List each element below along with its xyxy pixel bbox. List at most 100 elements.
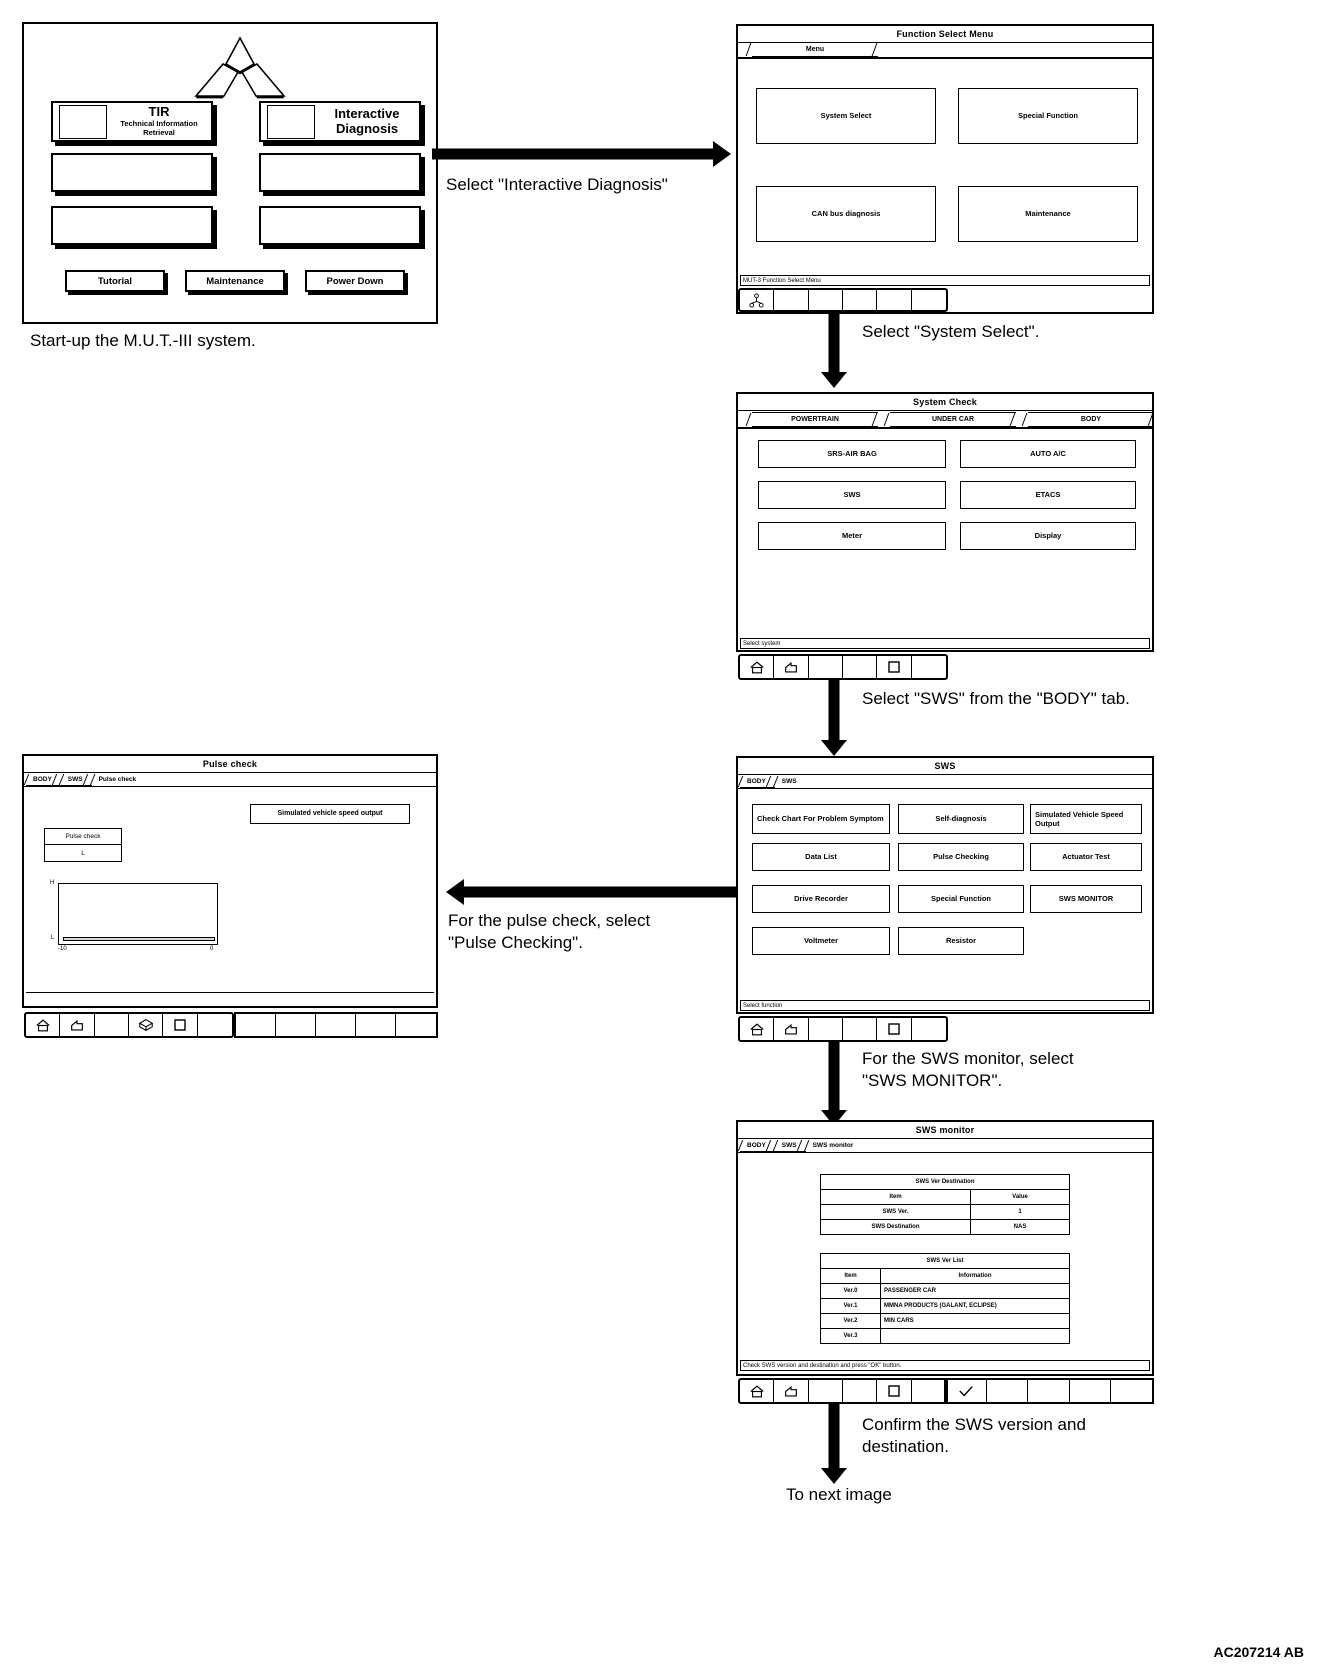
- toolbar-right-slot-2[interactable]: [987, 1380, 1029, 1402]
- toolbar-back-icon-slot-pc[interactable]: [60, 1014, 95, 1036]
- pulse-check-toolbar[interactable]: [24, 1012, 234, 1038]
- toolbar-right-slot-5[interactable]: [1111, 1380, 1152, 1402]
- maintenance-button[interactable]: Maintenance: [185, 270, 285, 292]
- toolbar-home-icon-slot-sc[interactable]: [740, 656, 775, 678]
- startup-blank-button-3[interactable]: [51, 153, 213, 192]
- toolbar-slot-4[interactable]: [843, 290, 878, 310]
- toolbar-slot-2[interactable]: [774, 290, 809, 310]
- tutorial-button[interactable]: Tutorial: [65, 270, 165, 292]
- toolbar-back-icon-slot-m[interactable]: [774, 1380, 809, 1402]
- special-function-button-sws[interactable]: Special Function: [898, 885, 1024, 913]
- interactive-diagnosis-icon: [267, 104, 315, 139]
- breadcrumb-sws[interactable]: SWS: [775, 775, 806, 788]
- toolbar-home-icon-slot-sws[interactable]: [740, 1018, 775, 1040]
- simulated-vehicle-speed-output-button[interactable]: Simulated Vehicle Speed Output: [1030, 804, 1142, 834]
- drive-recorder-button[interactable]: Drive Recorder: [752, 885, 890, 913]
- toolbar-slot-3[interactable]: [809, 290, 844, 310]
- toolbar-back-icon-slot-sc[interactable]: [774, 656, 809, 678]
- toolbar-right-slot-3[interactable]: [1028, 1380, 1070, 1402]
- interactive-diagnosis-label: Interactive Diagnosis: [315, 106, 419, 137]
- etacs-button[interactable]: ETACS: [960, 481, 1136, 509]
- startup-blank-button-5[interactable]: [51, 206, 213, 245]
- breadcrumb-body-pc[interactable]: BODY: [26, 773, 61, 786]
- system-select-button[interactable]: System Select: [756, 88, 936, 144]
- toolbar-slot-3-m[interactable]: [809, 1380, 844, 1402]
- toolbar-slot-6-sc[interactable]: [912, 656, 946, 678]
- power-down-button[interactable]: Power Down: [305, 270, 405, 292]
- toolbar-slot-3-sws[interactable]: [809, 1018, 844, 1040]
- toolbar-slot-5[interactable]: [877, 290, 912, 310]
- interactive-diagnosis-button[interactable]: Interactive Diagnosis: [259, 101, 421, 142]
- srs-air-bag-button[interactable]: SRS-AIR BAG: [758, 440, 946, 468]
- toolbar-slot-4-sws[interactable]: [843, 1018, 878, 1040]
- toolbar-print-icon-slot-pc[interactable]: [129, 1014, 164, 1036]
- toolbar-right-slot-4[interactable]: [1070, 1380, 1111, 1402]
- breadcrumb-sws-monitor[interactable]: SWS monitor: [806, 1139, 863, 1152]
- toolbar-check-icon-slot[interactable]: [946, 1380, 988, 1402]
- tir-button[interactable]: TIR Technical Information Retrieval: [51, 101, 213, 142]
- simulated-vehicle-speed-output-button-pc[interactable]: Simulated vehicle speed output: [250, 804, 410, 824]
- tir-icon: [59, 104, 107, 139]
- sws-title: SWS: [738, 758, 1152, 775]
- toolbar-slot-4-m[interactable]: [843, 1380, 878, 1402]
- sws-monitor-statusbar: Check SWS version and destination and pr…: [740, 1360, 1150, 1371]
- home-icon: [36, 1018, 50, 1031]
- toolbar-slot-6[interactable]: [912, 290, 946, 310]
- data-list-button[interactable]: Data List: [752, 843, 890, 871]
- actuator-test-button[interactable]: Actuator Test: [1030, 843, 1142, 871]
- toolbar-extra-4[interactable]: [356, 1014, 396, 1036]
- breadcrumb-pulse-check[interactable]: Pulse check: [92, 773, 146, 786]
- tab-powertrain[interactable]: POWERTRAIN: [752, 412, 878, 427]
- toolbar-back-icon-slot-sws[interactable]: [774, 1018, 809, 1040]
- breadcrumb-sws-m[interactable]: SWS: [774, 1139, 806, 1152]
- pulse-check-screen: Pulse check BODY SWS Pulse check Simulat…: [22, 754, 438, 1008]
- startup-blank-button-4[interactable]: [259, 153, 421, 192]
- auto-ac-button[interactable]: AUTO A/C: [960, 440, 1136, 468]
- breadcrumb-body-m[interactable]: BODY: [740, 1139, 775, 1152]
- table2-r0-info: PASSENGER CAR: [880, 1283, 1070, 1299]
- maintenance-button-fs[interactable]: Maintenance: [958, 186, 1138, 242]
- toolbar-extra-2[interactable]: [276, 1014, 316, 1036]
- function-select-toolbar[interactable]: [738, 288, 948, 312]
- special-function-button[interactable]: Special Function: [958, 88, 1138, 144]
- toolbar-home-icon-slot-pc[interactable]: [26, 1014, 61, 1036]
- sws-monitor-toolbar-right[interactable]: [944, 1378, 1154, 1404]
- toolbar-network-icon-slot[interactable]: [740, 290, 775, 310]
- voltmeter-button[interactable]: Voltmeter: [752, 927, 890, 955]
- tab-undercar[interactable]: UNDER CAR: [890, 412, 1016, 427]
- toolbar-slot-3-pc[interactable]: [95, 1014, 130, 1036]
- toolbar-slot-4-sc[interactable]: [843, 656, 878, 678]
- check-chart-for-problem-symptom-button[interactable]: Check Chart For Problem Symptom: [752, 804, 890, 834]
- self-diagnosis-button[interactable]: Self-diagnosis: [898, 804, 1024, 834]
- toolbar-slot-6-pc[interactable]: [198, 1014, 232, 1036]
- toolbar-slot-3-sc[interactable]: [809, 656, 844, 678]
- resistor-button[interactable]: Resistor: [898, 927, 1024, 955]
- sws-monitor-toolbar[interactable]: [738, 1378, 948, 1404]
- toolbar-slot-6-sws[interactable]: [912, 1018, 946, 1040]
- toolbar-extra-5[interactable]: [396, 1014, 436, 1036]
- back-icon: [785, 661, 797, 673]
- toolbar-stop-icon-slot-pc[interactable]: [163, 1014, 198, 1036]
- pulse-checking-button[interactable]: Pulse Checking: [898, 843, 1024, 871]
- toolbar-slot-6-m[interactable]: [912, 1380, 946, 1402]
- toolbar-stop-icon-slot-sws[interactable]: [877, 1018, 912, 1040]
- meter-button[interactable]: Meter: [758, 522, 946, 550]
- sws-toolbar[interactable]: [738, 1016, 948, 1042]
- sws-button[interactable]: SWS: [758, 481, 946, 509]
- sws-monitor-button[interactable]: SWS MONITOR: [1030, 885, 1142, 913]
- table-row: Ver.1 MMNA PRODUCTS (GALANT, ECLIPSE): [820, 1298, 1070, 1314]
- tab-menu[interactable]: Menu: [752, 42, 878, 57]
- toolbar-extra-1[interactable]: [236, 1014, 276, 1036]
- toolbar-stop-icon-slot-sc[interactable]: [877, 656, 912, 678]
- display-button[interactable]: Display: [960, 522, 1136, 550]
- breadcrumb-body[interactable]: BODY: [740, 775, 775, 788]
- startup-blank-button-6[interactable]: [259, 206, 421, 245]
- tab-body[interactable]: BODY: [1028, 412, 1154, 427]
- toolbar-home-icon-slot-m[interactable]: [740, 1380, 775, 1402]
- can-bus-diagnosis-button[interactable]: CAN bus diagnosis: [756, 186, 936, 242]
- toolbar-stop-icon-slot-m[interactable]: [877, 1380, 912, 1402]
- system-check-toolbar[interactable]: [738, 654, 948, 680]
- breadcrumb-sws-pc[interactable]: SWS: [60, 773, 92, 786]
- pulse-check-toolbar-extra[interactable]: [234, 1012, 438, 1038]
- toolbar-extra-3[interactable]: [316, 1014, 356, 1036]
